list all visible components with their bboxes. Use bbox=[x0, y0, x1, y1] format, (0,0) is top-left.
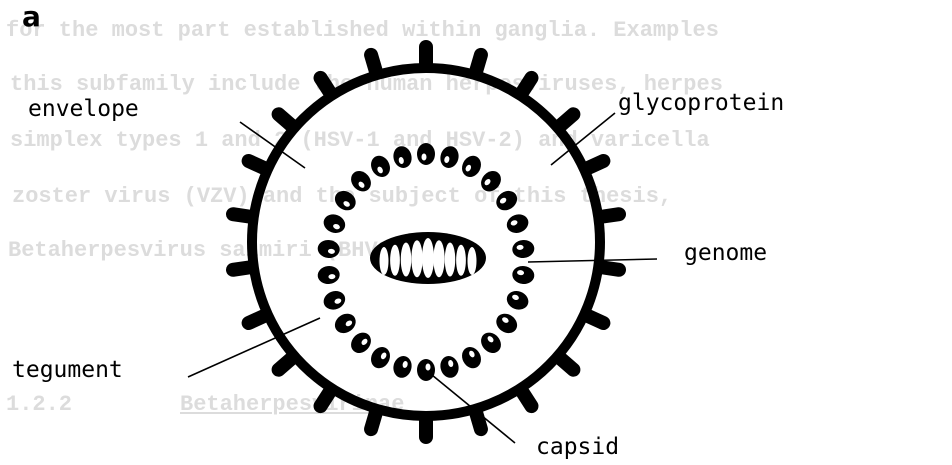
capsomer bbox=[331, 310, 359, 337]
glycoprotein-label: glycoprotein bbox=[618, 90, 784, 116]
capsomer bbox=[331, 187, 359, 214]
genome-label: genome bbox=[684, 240, 767, 266]
capsomer bbox=[438, 144, 461, 170]
capsomer bbox=[321, 211, 348, 236]
genome-loop bbox=[401, 243, 412, 277]
capsomer bbox=[493, 187, 521, 214]
capsomer bbox=[511, 265, 535, 286]
genome-loop bbox=[468, 247, 477, 275]
panel-label: a bbox=[22, 0, 41, 33]
capsomer bbox=[477, 329, 505, 357]
capsomer bbox=[347, 167, 375, 195]
capsomer bbox=[367, 344, 393, 372]
genome-loop bbox=[456, 245, 466, 276]
capsomer bbox=[458, 152, 484, 180]
capsomer bbox=[458, 344, 484, 372]
genome-loop bbox=[390, 245, 400, 276]
capsomer bbox=[321, 288, 348, 313]
capsomer bbox=[367, 152, 393, 180]
genome-loop bbox=[411, 240, 422, 277]
capsomer bbox=[417, 143, 435, 165]
capsomer bbox=[317, 239, 341, 260]
capsomer bbox=[438, 354, 461, 380]
tegument-label: tegument bbox=[12, 357, 123, 383]
genome-loop bbox=[445, 243, 456, 277]
genome-loop bbox=[433, 240, 444, 277]
capsomer bbox=[504, 288, 531, 313]
capsomer bbox=[477, 167, 505, 195]
capsid-leader bbox=[432, 375, 515, 443]
envelope-label: envelope bbox=[28, 96, 139, 122]
genome-loop bbox=[380, 247, 389, 275]
genome-core bbox=[370, 232, 486, 284]
capsomer bbox=[504, 211, 531, 236]
capsomer bbox=[347, 329, 375, 357]
capsomer bbox=[391, 354, 414, 380]
genome-loop bbox=[422, 238, 434, 278]
capsomer bbox=[391, 144, 414, 170]
capsid-label: capsid bbox=[536, 434, 619, 460]
capsomer bbox=[511, 239, 535, 260]
capsomer bbox=[417, 359, 435, 381]
capsomer bbox=[493, 310, 521, 337]
capsomer bbox=[317, 265, 341, 286]
genome-leader bbox=[528, 259, 657, 262]
